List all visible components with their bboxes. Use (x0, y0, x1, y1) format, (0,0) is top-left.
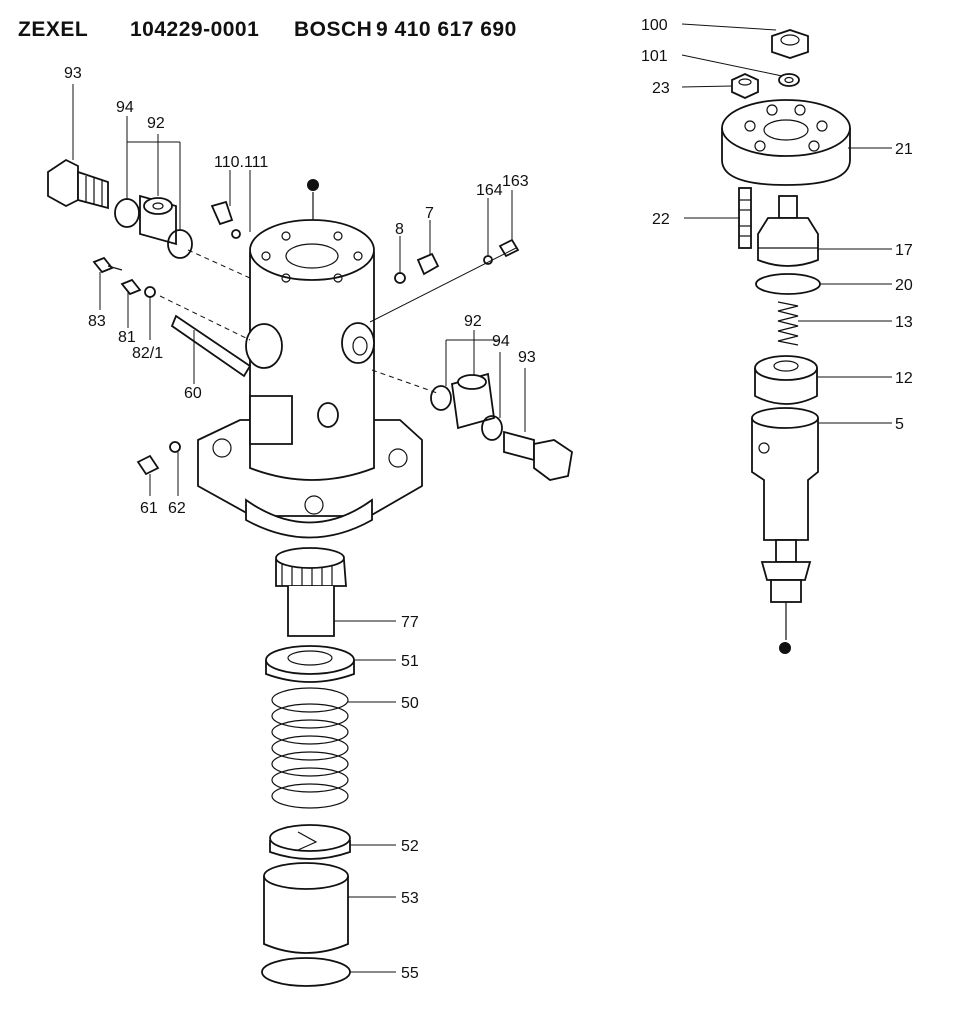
part-53-tappet (263, 862, 349, 954)
header-brand-zexel: ZEXEL (18, 18, 89, 41)
part-51-upper-spring-seat (265, 645, 355, 683)
header-part-number-zexel: 104229-0001 (130, 18, 260, 41)
leader-lines-main (72, 84, 526, 973)
label-92-right: 92 (464, 313, 482, 330)
part-94-seal-left-2 (167, 229, 193, 259)
label-55: 55 (401, 965, 419, 982)
label-110-111: 110.111 (214, 154, 268, 171)
label-94-left: 94 (116, 99, 134, 116)
label-52: 52 (401, 838, 419, 855)
label-17: 17 (895, 242, 913, 259)
header-part-number-bosch: 9 410 617 690 (376, 18, 517, 41)
label-92-left: 92 (147, 115, 165, 132)
part-77-control-sleeve (275, 547, 347, 637)
part-55-snap-ring (261, 957, 351, 987)
axis-marker-dot-right (779, 602, 791, 654)
label-163: 163 (502, 173, 529, 190)
label-12: 12 (895, 370, 913, 387)
part-94-seal-right (430, 385, 452, 411)
label-164: 164 (476, 182, 503, 199)
part-23-nut (731, 73, 759, 99)
part-8-nut (394, 272, 406, 284)
label-53: 53 (401, 890, 419, 907)
part-5-plunger-barrel (751, 407, 819, 603)
part-82-1-washer (144, 286, 156, 298)
part-100-cap-nut (771, 29, 809, 59)
part-101-washer (778, 73, 800, 87)
part-20-o-ring (755, 273, 821, 295)
label-60: 60 (184, 385, 202, 402)
label-20: 20 (895, 277, 913, 294)
label-8: 8 (395, 221, 404, 238)
label-83: 83 (88, 313, 106, 330)
part-22-stud (738, 187, 752, 249)
label-22: 22 (652, 211, 670, 228)
part-110-111-screw (210, 200, 241, 239)
part-17-valve-holder (757, 195, 819, 267)
part-94-seal-left (114, 198, 140, 228)
part-labels: 100 101 23 21 22 17 20 13 12 5 93 94 92 … (64, 17, 913, 982)
pump-housing (197, 219, 423, 539)
part-92-banjo-right (451, 372, 495, 430)
part-83-screw (92, 256, 123, 274)
assembly-dash-lines (159, 249, 441, 395)
part-12-valve-seat (754, 355, 818, 405)
label-100: 100 (641, 17, 668, 34)
part-52-lower-spring-seat (269, 824, 351, 860)
label-51: 51 (401, 653, 419, 670)
part-92-banjo-left (139, 194, 177, 246)
part-164-washer (483, 255, 493, 265)
label-13: 13 (895, 314, 913, 331)
label-77: 77 (401, 614, 419, 631)
part-13-spring (777, 301, 799, 346)
label-50: 50 (401, 695, 419, 712)
label-61: 61 (140, 500, 158, 517)
part-163-screw (498, 238, 520, 258)
part-60-shaft (170, 314, 252, 378)
part-94-seal-right-2 (481, 415, 503, 441)
label-93-right: 93 (518, 349, 536, 366)
leader-lines-right (681, 23, 892, 424)
part-81-clip (120, 278, 142, 296)
label-94-right: 94 (492, 333, 510, 350)
label-93-left: 93 (64, 65, 82, 82)
part-62-washer (169, 441, 181, 453)
label-23: 23 (652, 80, 670, 97)
part-7-screw (416, 252, 440, 276)
part-50-plunger-spring (271, 687, 349, 809)
part-21-flange (721, 99, 851, 186)
part-93-banjo-bolt-left (47, 158, 109, 210)
label-101: 101 (641, 48, 668, 65)
label-5: 5 (895, 416, 904, 433)
label-62: 62 (168, 500, 186, 517)
label-7: 7 (425, 205, 434, 222)
part-93-banjo-bolt-right (503, 430, 573, 481)
label-21: 21 (895, 141, 913, 158)
drawing-header: ZEXEL 104229-0001 BOSCH 9 410 617 690 (18, 14, 578, 46)
part-61-screw (136, 454, 160, 476)
header-brand-bosch: BOSCH (294, 18, 373, 41)
label-81: 81 (118, 329, 136, 346)
label-82-1: 82/1 (132, 345, 163, 362)
